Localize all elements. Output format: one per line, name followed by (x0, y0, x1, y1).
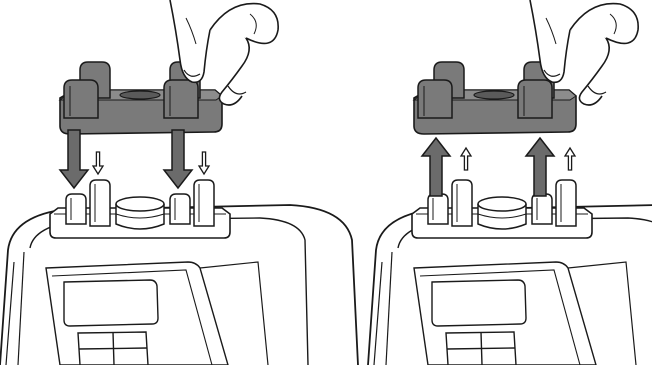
panel-install (0, 0, 359, 365)
arrow-down-icon (59, 129, 210, 189)
arrow-up-icon (421, 137, 576, 197)
panel-remove (367, 0, 652, 365)
